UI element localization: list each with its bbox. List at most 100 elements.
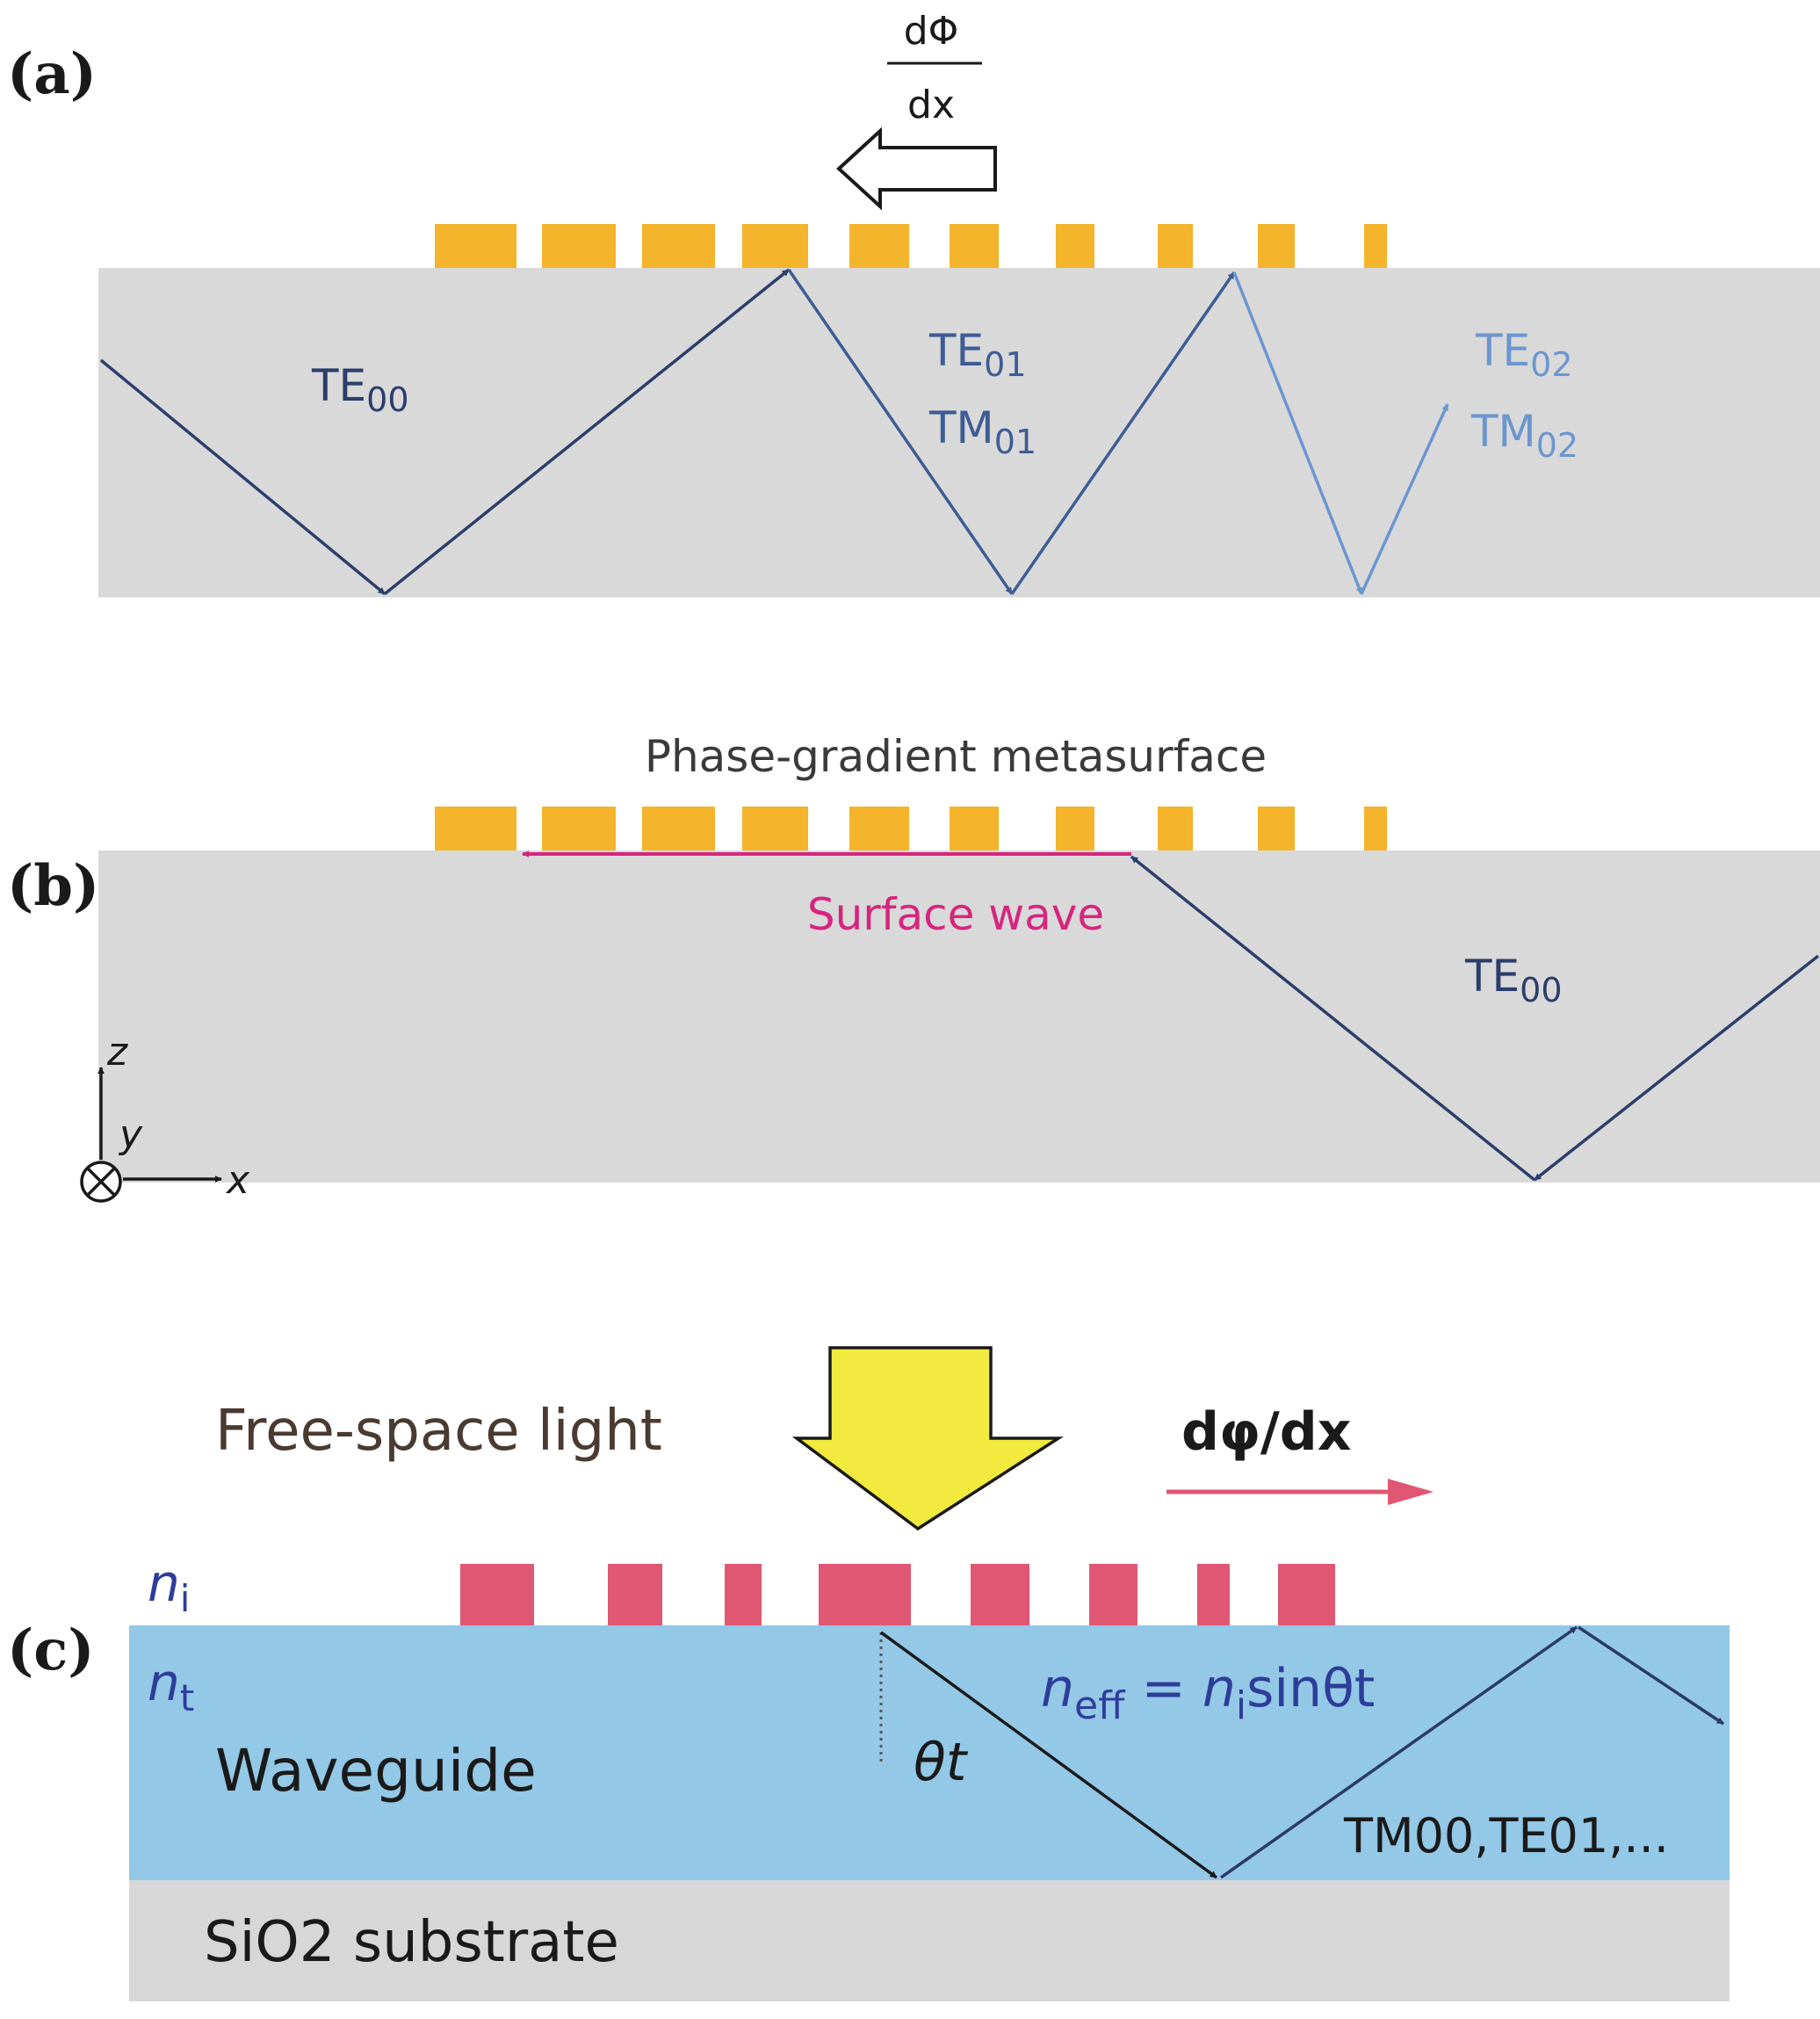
- metasurface-element: [435, 224, 516, 268]
- metasurface-element: [950, 807, 999, 850]
- metasurface-element: [1056, 807, 1094, 850]
- panel-c: Free-space light dφ/dx ni (c) nt Wavegui…: [7, 1346, 1730, 2001]
- panel-a-gradient-arrow: [836, 127, 997, 211]
- mode-base: TE: [1475, 325, 1530, 376]
- ray-c-up: [1219, 1625, 1578, 1879]
- ray-te00-up: [383, 268, 791, 596]
- mode-base: TM: [1470, 406, 1536, 457]
- ray-c-down: [879, 1631, 1218, 1879]
- transmitted-index-label: nt: [148, 1653, 194, 1719]
- mode-sub: 01: [984, 345, 1026, 384]
- index-sub: i: [180, 1577, 191, 1620]
- panel-a-gradient-numerator: dΦ: [904, 9, 959, 54]
- antenna-element: [608, 1564, 662, 1625]
- metasurface-element: [1364, 807, 1387, 850]
- metasurface-element: [642, 224, 715, 268]
- metasurface-label: Phase-gradient metasurface: [645, 731, 1267, 782]
- ray-te01-down: [787, 269, 1014, 595]
- y-axis-label: y: [118, 1112, 143, 1157]
- ray-te00-down: [99, 358, 386, 596]
- mode-label-te02: TE02: [1475, 325, 1573, 384]
- ray-te00-in-down: [1533, 954, 1820, 1182]
- metasurface-element: [849, 224, 909, 268]
- panel-a: (a) dΦ dx: [7, 9, 1820, 597]
- eq-n: n: [1041, 1658, 1074, 1719]
- panel-c-modes-label: TM00,TE01,...: [1343, 1808, 1669, 1863]
- mode-base: TE: [311, 360, 366, 411]
- metasurface-element: [435, 807, 516, 850]
- panel-a-gradient-denominator: dx: [907, 83, 955, 127]
- metasurface-element: [1258, 224, 1295, 268]
- surface-wave-label: Surface wave: [807, 889, 1104, 940]
- panel-a-metasurface: [435, 224, 1387, 268]
- mode-label-te00: TE00: [311, 360, 409, 419]
- mode-label-te01: TE01: [928, 325, 1027, 384]
- waveguide-label: Waveguide: [215, 1737, 537, 1805]
- incident-index-label: ni: [148, 1553, 190, 1620]
- metasurface-element: [542, 807, 616, 850]
- phase-gradient-label: dφ/dx: [1181, 1401, 1351, 1463]
- substrate-label: SiO2 substrate: [204, 1910, 619, 1975]
- antenna-element: [819, 1564, 911, 1625]
- antenna-element: [460, 1564, 534, 1625]
- metasurface-element: [742, 224, 808, 268]
- metasurface-element: [1056, 224, 1094, 268]
- antenna-element: [971, 1564, 1029, 1625]
- coordinate-axes: z y x: [80, 1030, 250, 1203]
- eq-eff: eff: [1074, 1683, 1126, 1728]
- mode-base: TM: [928, 402, 994, 453]
- panel-c-label: (c): [7, 1617, 95, 1683]
- transmission-angle-label: θt: [914, 1732, 969, 1793]
- index-base: n: [148, 1553, 180, 1613]
- mode-sub: 02: [1530, 345, 1572, 384]
- metasurface-element: [1258, 807, 1295, 850]
- ray-te02-up: [1360, 403, 1449, 595]
- panel-c-metasurface: [460, 1564, 1335, 1625]
- cross-line: [86, 1167, 116, 1197]
- eq-rest: sinθt: [1246, 1658, 1375, 1719]
- panel-a-waveguide-slab: [98, 268, 1820, 597]
- metasurface-element: [742, 807, 808, 850]
- ray-te00-in-up: [1130, 855, 1536, 1182]
- mode-sub: 00: [1520, 971, 1562, 1010]
- metasurface-element: [1158, 807, 1193, 850]
- phase-gradient-arrowhead: [1388, 1479, 1434, 1505]
- panel-a-rays: [99, 268, 1449, 596]
- metasurface-element: [542, 224, 616, 268]
- mode-label-te00-b: TE00: [1464, 951, 1563, 1010]
- antenna-element: [725, 1564, 762, 1625]
- metasurface-element: [1364, 224, 1387, 268]
- antenna-element: [1278, 1564, 1335, 1625]
- eq-ni-sub: i: [1236, 1683, 1246, 1728]
- mode-sub: 02: [1536, 426, 1578, 465]
- metasurface-element: [950, 224, 999, 268]
- index-sub: t: [180, 1676, 194, 1719]
- ray-te01-up: [1010, 271, 1236, 595]
- x-axis-label: x: [225, 1158, 250, 1203]
- antenna-element: [1089, 1564, 1138, 1625]
- mode-sub: 00: [366, 380, 408, 419]
- mode-base: TE: [928, 325, 984, 376]
- panel-a-label: (a): [7, 41, 97, 107]
- panel-b-label: (b): [7, 853, 99, 919]
- ray-c-out: [1578, 1625, 1724, 1726]
- ray-te02-down: [1232, 271, 1363, 595]
- free-space-light-label: Free-space light: [215, 1399, 662, 1464]
- eq-ni: n: [1202, 1658, 1236, 1719]
- metasurface-element: [849, 807, 909, 850]
- panel-b-waveguide-slab: [98, 850, 1820, 1183]
- mode-label-tm02: TM02: [1470, 406, 1578, 465]
- eq-equals: =: [1124, 1658, 1202, 1719]
- mode-label-tm01: TM01: [928, 402, 1036, 461]
- antenna-element: [1197, 1564, 1230, 1625]
- index-base: n: [148, 1653, 180, 1712]
- z-axis-label: z: [106, 1030, 128, 1075]
- substrate-layer: [129, 1880, 1730, 2001]
- mode-sub: 01: [994, 423, 1036, 461]
- metasurface-element: [642, 807, 715, 850]
- mode-base: TE: [1464, 951, 1520, 1002]
- panel-b: Phase-gradient metasurface (b) Surface w…: [7, 731, 1820, 1203]
- panel-b-metasurface: [435, 807, 1387, 850]
- free-space-light-arrow: [791, 1346, 1064, 1531]
